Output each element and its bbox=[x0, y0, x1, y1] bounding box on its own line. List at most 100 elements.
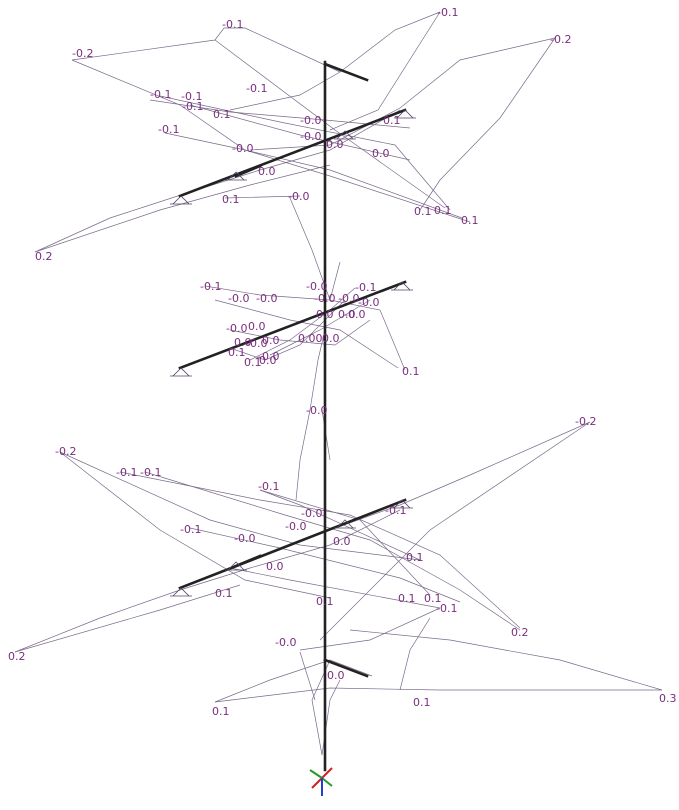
value-label: 0.0 bbox=[262, 334, 280, 347]
value-label: 0.0 bbox=[258, 165, 276, 178]
value-label: -0.0 bbox=[338, 292, 359, 305]
value-label: 0.0 bbox=[266, 560, 284, 573]
moment-diagram-lowest-level bbox=[214, 617, 663, 756]
value-label: 0.0 bbox=[234, 336, 252, 349]
value-label: -0.1 bbox=[222, 18, 243, 31]
top-cantilever-beam bbox=[323, 62, 369, 82]
value-label: 0.1 bbox=[406, 551, 424, 564]
value-label: -0.1 bbox=[246, 82, 267, 95]
value-label: -0.1 bbox=[436, 602, 457, 615]
value-label: 0.2 bbox=[35, 250, 53, 263]
axis-triad-icon bbox=[309, 767, 333, 796]
value-label: -0.0 bbox=[288, 190, 309, 203]
support-icon bbox=[394, 109, 416, 119]
value-label: -0.0 bbox=[258, 350, 279, 363]
moment-diagram-bottom-level bbox=[14, 421, 591, 653]
value-label: -0.0 bbox=[301, 507, 322, 520]
value-label: -0.0 bbox=[226, 322, 247, 335]
moment-diagram-top-level bbox=[34, 11, 556, 301]
value-label: 0.0 bbox=[322, 332, 340, 345]
value-label: -0.1 bbox=[437, 6, 458, 19]
value-label: 0.1 bbox=[413, 696, 431, 709]
support-icon bbox=[170, 587, 192, 597]
value-label: 0.0 bbox=[259, 354, 277, 367]
value-label: 0.0 bbox=[326, 138, 344, 151]
support-icon bbox=[170, 195, 192, 205]
axis-x-line bbox=[321, 767, 333, 779]
value-label: -0.1 bbox=[181, 90, 202, 103]
value-label: -0.2 bbox=[72, 47, 93, 60]
value-label: -0.0 bbox=[358, 296, 379, 309]
value-label: -0.2 bbox=[55, 445, 76, 458]
value-labels: -0.1 -0.1 -0.2 -0.2 -0.1 -0.1 -0.1 -0.1 … bbox=[8, 6, 677, 718]
value-label: -0.0 bbox=[344, 308, 365, 321]
value-label: 0.2 bbox=[511, 626, 529, 639]
middle-floor-beam bbox=[178, 280, 407, 370]
value-label: -0.0 bbox=[234, 532, 255, 545]
value-label: -0.1 bbox=[355, 281, 376, 294]
value-label: -0.0 bbox=[246, 337, 267, 350]
value-label: 0.1 bbox=[434, 204, 452, 217]
value-label: -0.0 bbox=[256, 292, 277, 305]
value-label: 0.00 bbox=[298, 332, 323, 345]
value-label: 0.1 bbox=[213, 108, 231, 121]
value-label: 0.1 bbox=[383, 114, 401, 127]
value-label: 0.0 bbox=[333, 535, 351, 548]
value-label: -0.1 bbox=[158, 123, 179, 136]
value-label: 0.1 bbox=[222, 193, 240, 206]
value-label: 0.1 bbox=[215, 587, 233, 600]
support-icon bbox=[391, 281, 413, 291]
value-label: -0.0 bbox=[300, 114, 321, 127]
value-label: 0.1 bbox=[414, 205, 432, 218]
lower-floor-beam bbox=[178, 498, 407, 590]
upper-stub-beam-left bbox=[234, 164, 262, 178]
value-label: 0.1 bbox=[461, 214, 479, 227]
value-label: -0.0 bbox=[232, 142, 253, 155]
value-label: -0.0 bbox=[228, 292, 249, 305]
support-icon bbox=[225, 171, 247, 181]
value-label: -0.1 bbox=[116, 466, 137, 479]
axis-x-line-b bbox=[311, 777, 323, 789]
upper-floor-beam bbox=[178, 108, 407, 198]
value-label: -0.1 bbox=[140, 466, 161, 479]
frame-members bbox=[178, 60, 407, 772]
moment-diagram-middle-level bbox=[204, 261, 406, 501]
value-label: 0.0 bbox=[327, 669, 345, 682]
value-label: -0.2 bbox=[550, 33, 571, 46]
value-label: 0.1 bbox=[212, 705, 230, 718]
value-label: -0.0 bbox=[306, 280, 327, 293]
value-label: -0.1 bbox=[385, 504, 406, 517]
support-icon bbox=[391, 499, 413, 509]
value-label: 0.2 bbox=[8, 650, 26, 663]
support-icon bbox=[334, 130, 356, 140]
value-label: -0.0 bbox=[300, 130, 321, 143]
value-label: -0.1 bbox=[200, 280, 221, 293]
value-label: -0.0 bbox=[285, 520, 306, 533]
value-label: -0.1 bbox=[150, 88, 171, 101]
bottom-cantilever-beam bbox=[323, 658, 369, 678]
value-label: -0.0 bbox=[275, 636, 296, 649]
supports bbox=[170, 109, 416, 597]
axis-y-line bbox=[309, 769, 323, 779]
value-label: -0.1 bbox=[182, 100, 203, 113]
value-label: 0.1 bbox=[398, 592, 416, 605]
value-label: 0.1 bbox=[316, 595, 334, 608]
value-label: 0.0 bbox=[248, 320, 266, 333]
value-label: -0.0 bbox=[306, 404, 327, 417]
lower-stub-beam-left bbox=[234, 554, 262, 568]
axis-y-line-b bbox=[321, 777, 333, 787]
value-label: 0.3 bbox=[659, 692, 677, 705]
value-label: -0.1 bbox=[180, 523, 201, 536]
value-label: 0.1 bbox=[228, 346, 246, 359]
value-label: 0.1 bbox=[424, 592, 442, 605]
value-label: -0.0 bbox=[314, 292, 335, 305]
value-label: 0.0 bbox=[372, 147, 390, 160]
value-label: 0.1 bbox=[402, 365, 420, 378]
support-icon bbox=[334, 519, 356, 529]
support-icon bbox=[225, 561, 247, 571]
support-icon bbox=[170, 367, 192, 377]
value-label: 0.1 bbox=[244, 356, 262, 369]
value-label: 0.0 bbox=[316, 308, 334, 321]
